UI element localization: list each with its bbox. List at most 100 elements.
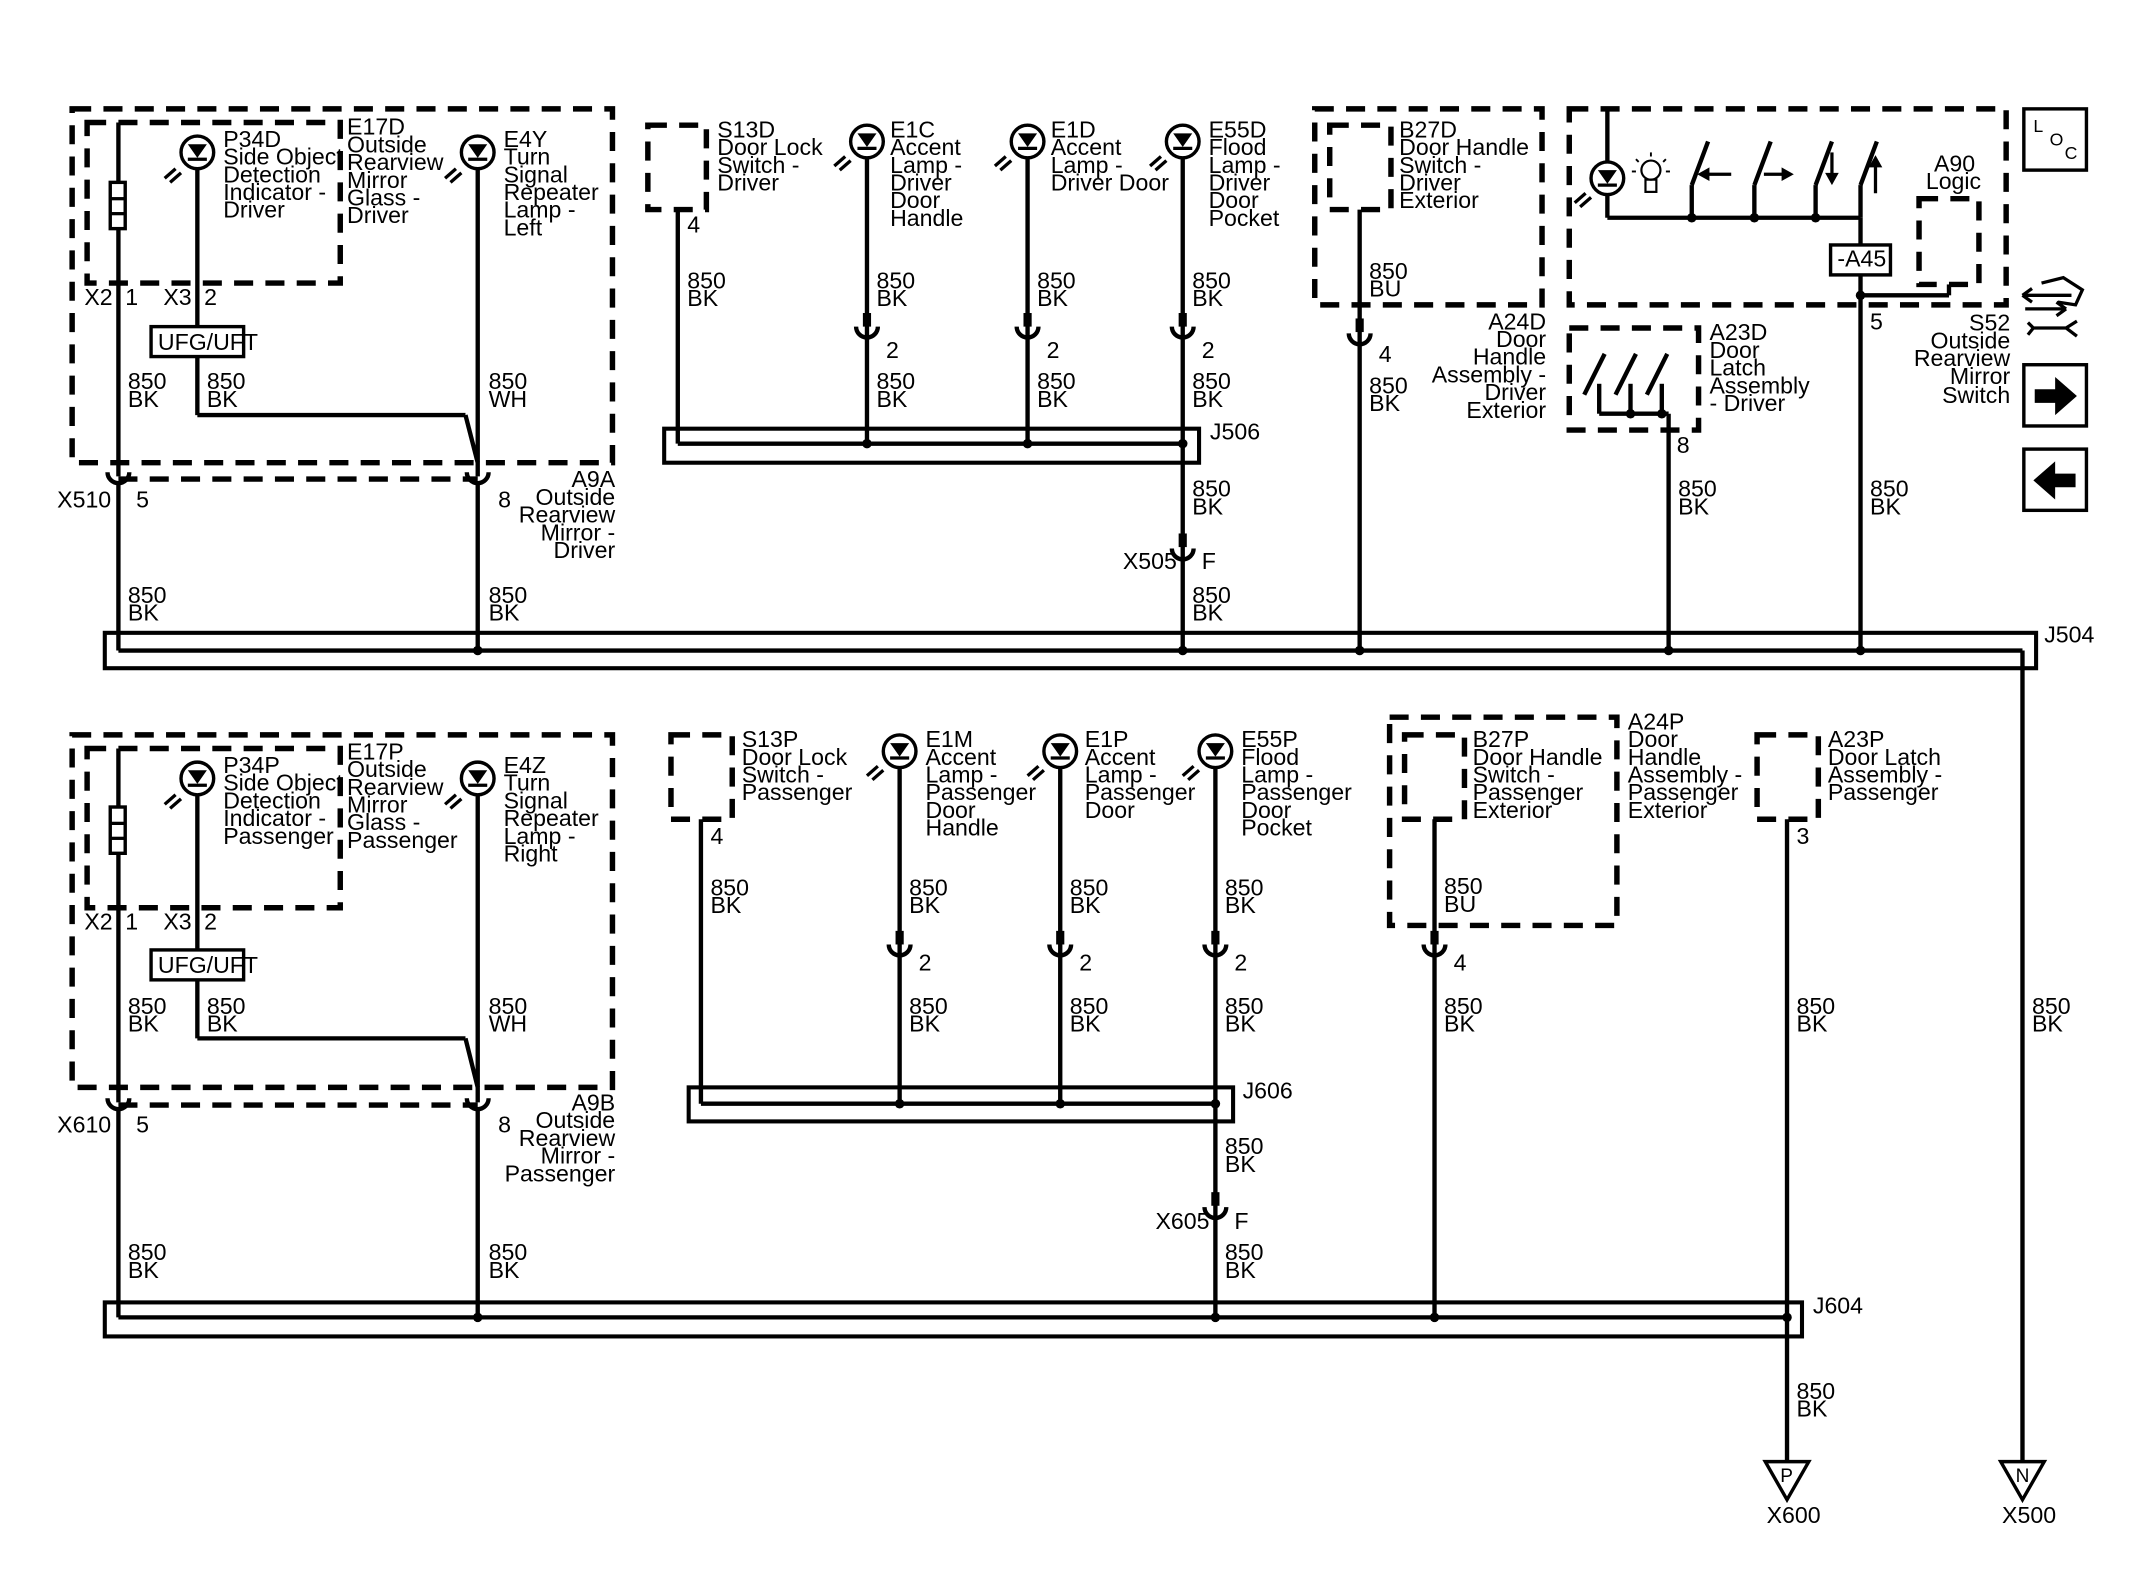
pin-label: 3 — [1797, 823, 1810, 849]
svg-text:Door: Door — [890, 187, 940, 213]
wire-gauge: 850 — [1870, 476, 1909, 502]
svg-text:Accent: Accent — [925, 744, 996, 770]
wire-color: BK — [1037, 285, 1068, 311]
j604-splice-pack — [102, 1300, 1805, 1339]
wire-gauge: 850 — [489, 993, 528, 1019]
next-page-icon[interactable] — [2022, 363, 2089, 428]
svg-text:Door Lock: Door Lock — [742, 744, 848, 770]
b27d-switch-outline — [1326, 122, 1394, 213]
pin-label: 2 — [204, 284, 217, 310]
svg-text:C: C — [2065, 143, 2078, 163]
svg-text:P34P: P34P — [223, 752, 280, 778]
connector-pinout-icon[interactable] — [2021, 275, 2085, 338]
svg-text:Right: Right — [504, 840, 559, 866]
x610-label: X610 — [57, 1111, 111, 1137]
svg-text:Driver: Driver — [1399, 170, 1461, 196]
lamp-icon — [833, 123, 886, 172]
svg-text:Left: Left — [504, 214, 543, 240]
svg-text:Door: Door — [1085, 797, 1135, 823]
svg-text:Indicator -: Indicator - — [223, 179, 326, 205]
j506-label: J506 — [1210, 419, 1260, 445]
pin-label: 5 — [136, 1111, 149, 1137]
svg-text:Repeater: Repeater — [504, 805, 599, 831]
ufg-uft-option-box — [149, 324, 246, 359]
s52-switch-outline — [1566, 106, 2009, 308]
svg-text:Switch -: Switch - — [742, 762, 824, 788]
svg-text:A9A: A9A — [571, 466, 615, 492]
wire-color: BK — [1192, 600, 1223, 626]
loc-icon[interactable]: L O C — [2022, 107, 2089, 172]
s13p-switch-outline — [668, 732, 735, 822]
svg-text:Door Lock: Door Lock — [717, 134, 823, 160]
lamp-icon — [1148, 123, 1201, 172]
wire-gauge: 850 — [128, 1239, 167, 1265]
connector-icon — [886, 944, 913, 958]
svg-text:A90: A90 — [1934, 150, 1975, 176]
a9a-module-outline — [69, 106, 616, 466]
pin-label: 8 — [1677, 432, 1690, 458]
svg-text:E17P: E17P — [347, 738, 404, 764]
svg-text:S13D: S13D — [717, 116, 775, 142]
wire-color: BK — [909, 1011, 940, 1037]
svg-text:Handle: Handle — [1628, 744, 1701, 770]
wire-color: BK — [1070, 892, 1101, 918]
svg-text:Passenger: Passenger — [1473, 779, 1584, 805]
x3-label: X3 — [163, 909, 191, 935]
mirror-direction-switch-icon — [1686, 140, 1883, 223]
x500-label: X500 — [2002, 1502, 2056, 1528]
wire-gauge: 850 — [207, 368, 246, 394]
wire-color: BK — [1192, 285, 1223, 311]
wire-gauge: 850 — [909, 993, 948, 1019]
wire-gauge: 850 — [489, 1239, 528, 1265]
svg-text:Handle: Handle — [925, 815, 998, 841]
wire-color: WH — [489, 1011, 528, 1037]
svg-text:Passenger: Passenger — [347, 827, 458, 853]
pin-label: 5 — [1870, 308, 1883, 334]
previous-page-icon[interactable] — [2022, 447, 2089, 513]
svg-text:Flood: Flood — [1209, 134, 1267, 160]
svg-text:B27D: B27D — [1399, 116, 1457, 142]
wire-color: BK — [1797, 1011, 1828, 1037]
svg-text:E1M: E1M — [925, 726, 973, 752]
svg-text:Switch -: Switch - — [717, 152, 799, 178]
svg-text:Assembly -: Assembly - — [1828, 762, 1942, 788]
pin-label: 4 — [1454, 949, 1467, 975]
svg-text:Rearview: Rearview — [519, 1125, 616, 1151]
svg-text:S52: S52 — [1969, 310, 2010, 336]
svg-text:Mirror: Mirror — [347, 167, 408, 193]
svg-text:Rearview: Rearview — [347, 149, 444, 175]
svg-text:P: P — [1780, 1466, 1793, 1487]
svg-text:Door Handle: Door Handle — [1473, 744, 1603, 770]
x510-label: X510 — [57, 487, 111, 513]
svg-text:Assembly -: Assembly - — [1628, 762, 1742, 788]
wire-color: BK — [2032, 1011, 2063, 1037]
svg-text:P34D: P34D — [223, 126, 281, 152]
wire-gauge: 850 — [1037, 268, 1076, 294]
svg-text:L: L — [2033, 116, 2043, 136]
svg-text:Door Handle: Door Handle — [1399, 134, 1529, 160]
svg-text:O: O — [2050, 130, 2064, 150]
a23p-latch-outline — [1754, 732, 1822, 822]
svg-text:Exterior: Exterior — [1466, 397, 1546, 423]
wire-gauge: 850 — [1797, 993, 1836, 1019]
wire-gauge: 850 — [1070, 993, 1109, 1019]
bulb-icon — [1631, 152, 1670, 193]
svg-text:Exterior: Exterior — [1628, 797, 1708, 823]
wire-gauge: 850 — [1225, 874, 1264, 900]
connector-icon — [1202, 1206, 1229, 1221]
svg-text:Rearview: Rearview — [347, 774, 444, 800]
svg-text:Door: Door — [1709, 337, 1759, 363]
pin-label: 8 — [498, 487, 511, 513]
svg-text:A23P: A23P — [1828, 726, 1885, 752]
connector-icon — [1202, 944, 1229, 958]
connector-icon — [464, 1098, 491, 1112]
svg-text:Outside: Outside — [347, 756, 427, 782]
